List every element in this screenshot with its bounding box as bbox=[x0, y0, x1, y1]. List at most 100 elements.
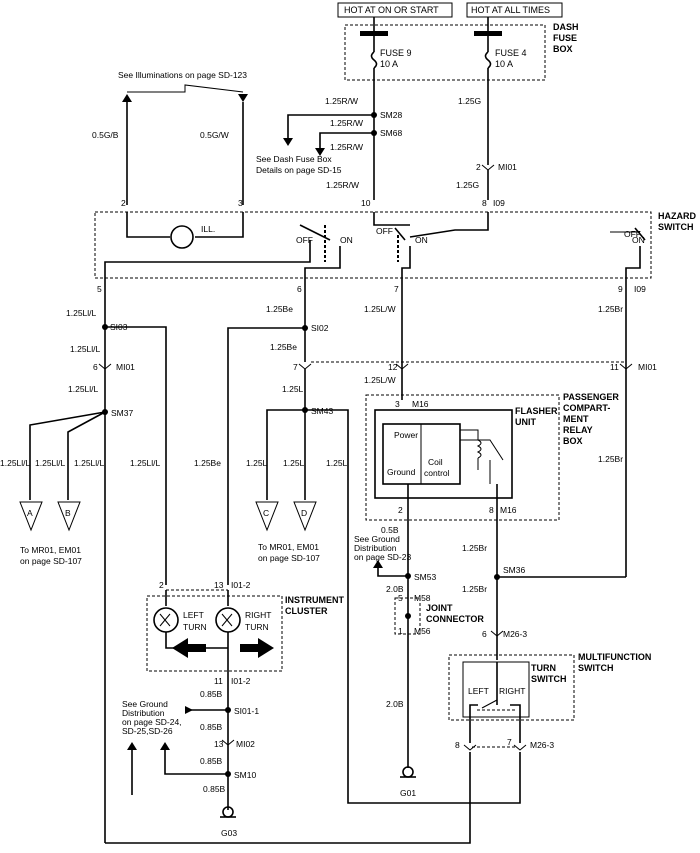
svg-text:TURN: TURN bbox=[183, 622, 207, 632]
svg-text:M16: M16 bbox=[500, 505, 517, 515]
flasher-unit: FLASHER UNIT Power Ground Coil control bbox=[374, 406, 558, 499]
svg-text:1.25Br: 1.25Br bbox=[598, 304, 623, 314]
svg-text:ON: ON bbox=[340, 235, 353, 245]
svg-text:3: 3 bbox=[238, 198, 243, 208]
connector-b: B bbox=[57, 501, 81, 532]
svg-text:TURN: TURN bbox=[245, 622, 269, 632]
svg-text:control: control bbox=[424, 468, 450, 478]
svg-text:2.0B: 2.0B bbox=[386, 584, 404, 594]
svg-text:SD-25,SD-26: SD-25,SD-26 bbox=[122, 726, 173, 736]
svg-text:13: 13 bbox=[214, 739, 224, 749]
svg-text:10 A: 10 A bbox=[495, 59, 513, 69]
svg-text:D: D bbox=[301, 508, 307, 518]
svg-text:1.25R/W: 1.25R/W bbox=[330, 118, 363, 128]
joint-connector: JOINT CONNECTOR 5 M58 1 M56 bbox=[394, 593, 484, 636]
svg-text:See Dash Fuse Box: See Dash Fuse Box bbox=[256, 154, 332, 164]
svg-text:FUSE 9: FUSE 9 bbox=[380, 48, 412, 58]
svg-text:SWITCH: SWITCH bbox=[531, 674, 567, 684]
svg-text:See Illuminations on page SD-1: See Illuminations on page SD-123 bbox=[118, 70, 247, 80]
ground-g03-icon bbox=[220, 806, 236, 818]
svg-text:I01-2: I01-2 bbox=[231, 676, 251, 686]
multifunction-switch: MULTIFUNCTION SWITCH TURN SWITCH LEFT RI… bbox=[448, 652, 651, 721]
svg-text:on page SD-107: on page SD-107 bbox=[258, 553, 320, 563]
svg-text:9: 9 bbox=[618, 284, 623, 294]
svg-text:7: 7 bbox=[507, 737, 512, 747]
svg-text:MULTIFUNCTION: MULTIFUNCTION bbox=[578, 652, 651, 662]
svg-text:Distribution: Distribution bbox=[354, 543, 397, 553]
svg-text:1.25L/W: 1.25L/W bbox=[364, 304, 396, 314]
svg-text:1.25Ll/L: 1.25Ll/L bbox=[0, 458, 31, 468]
svg-text:BOX: BOX bbox=[553, 44, 573, 54]
svg-text:6: 6 bbox=[297, 284, 302, 294]
svg-text:ON: ON bbox=[632, 235, 645, 245]
hot-all-times-header: HOT AT ALL TIMES bbox=[466, 2, 563, 18]
svg-text:1.25Ll/L: 1.25Ll/L bbox=[68, 384, 99, 394]
svg-text:To MR01, EM01: To MR01, EM01 bbox=[258, 542, 319, 552]
svg-text:JOINT: JOINT bbox=[426, 603, 453, 613]
instrument-cluster: INSTRUMENT CLUSTER 2 13 I01-2 LEFT TURN … bbox=[146, 580, 344, 682]
dash-fuse-box: DASH FUSE BOX bbox=[344, 22, 579, 81]
svg-text:0.85B: 0.85B bbox=[200, 689, 223, 699]
ground-g01-icon bbox=[400, 766, 416, 778]
svg-text:MI01: MI01 bbox=[498, 162, 517, 172]
left-arrow-icon bbox=[172, 638, 206, 658]
svg-text:7: 7 bbox=[394, 284, 399, 294]
svg-text:Coil: Coil bbox=[428, 457, 443, 467]
svg-text:SI02: SI02 bbox=[311, 323, 329, 333]
connector-d: D bbox=[293, 501, 317, 532]
svg-text:0.5B: 0.5B bbox=[381, 525, 399, 535]
svg-text:INSTRUMENT: INSTRUMENT bbox=[285, 595, 344, 605]
svg-text:1.25Br: 1.25Br bbox=[462, 543, 487, 553]
svg-text:SWITCH: SWITCH bbox=[658, 222, 694, 232]
svg-text:M26-3: M26-3 bbox=[503, 629, 527, 639]
fuse-4: FUSE 4 10 A bbox=[474, 31, 527, 165]
svg-text:1.25R/W: 1.25R/W bbox=[326, 180, 359, 190]
svg-text:FUSE: FUSE bbox=[553, 33, 577, 43]
svg-text:LEFT: LEFT bbox=[468, 686, 489, 696]
svg-text:3: 3 bbox=[395, 399, 400, 409]
svg-text:SM37: SM37 bbox=[111, 408, 133, 418]
svg-text:0.85B: 0.85B bbox=[200, 722, 223, 732]
svg-text:HAZARD: HAZARD bbox=[658, 211, 696, 221]
svg-text:M26-3: M26-3 bbox=[530, 740, 554, 750]
svg-text:1.25Be: 1.25Be bbox=[270, 342, 297, 352]
svg-text:HOT AT ON OR START: HOT AT ON OR START bbox=[344, 5, 439, 15]
svg-text:SM68: SM68 bbox=[380, 128, 402, 138]
svg-text:8: 8 bbox=[455, 740, 460, 750]
svg-text:C: C bbox=[263, 508, 269, 518]
svg-text:CONNECTOR: CONNECTOR bbox=[426, 614, 484, 624]
svg-text:12: 12 bbox=[388, 362, 398, 372]
svg-text:A: A bbox=[27, 508, 33, 518]
svg-text:MI02: MI02 bbox=[236, 739, 255, 749]
svg-text:Ground: Ground bbox=[387, 467, 416, 477]
svg-text:To MR01, EM01: To MR01, EM01 bbox=[20, 545, 81, 555]
svg-text:1: 1 bbox=[398, 626, 403, 636]
svg-text:Power: Power bbox=[394, 430, 418, 440]
passenger-relay-box: PASSENGER COMPART- MENT RELAY BOX bbox=[365, 392, 619, 521]
svg-text:BOX: BOX bbox=[563, 436, 583, 446]
svg-text:10: 10 bbox=[361, 198, 371, 208]
svg-text:G03: G03 bbox=[221, 828, 237, 838]
svg-text:1.25Ll/L: 1.25Ll/L bbox=[130, 458, 161, 468]
svg-text:See Ground: See Ground bbox=[354, 534, 400, 544]
svg-text:LEFT: LEFT bbox=[183, 610, 204, 620]
right-turn-lamp bbox=[215, 590, 241, 682]
svg-text:0.5G/B: 0.5G/B bbox=[92, 130, 119, 140]
svg-text:M58: M58 bbox=[414, 593, 431, 603]
ill-lamp bbox=[170, 225, 194, 249]
svg-text:OFF: OFF bbox=[376, 226, 393, 236]
svg-text:1.25R/W: 1.25R/W bbox=[330, 142, 363, 152]
svg-text:SI01-1: SI01-1 bbox=[234, 706, 259, 716]
svg-text:11: 11 bbox=[610, 362, 619, 372]
svg-text:6: 6 bbox=[93, 362, 98, 372]
svg-text:I09: I09 bbox=[634, 284, 646, 294]
svg-text:1.25L: 1.25L bbox=[282, 384, 304, 394]
svg-text:1.25Be: 1.25Be bbox=[266, 304, 293, 314]
svg-text:SWITCH: SWITCH bbox=[578, 663, 614, 673]
left-turn-lamp bbox=[153, 590, 228, 649]
hot-on-start-header: HOT AT ON OR START bbox=[337, 2, 453, 18]
svg-text:on page SD-23: on page SD-23 bbox=[354, 552, 411, 562]
svg-text:2.0B: 2.0B bbox=[386, 699, 404, 709]
svg-text:13: 13 bbox=[214, 580, 224, 590]
